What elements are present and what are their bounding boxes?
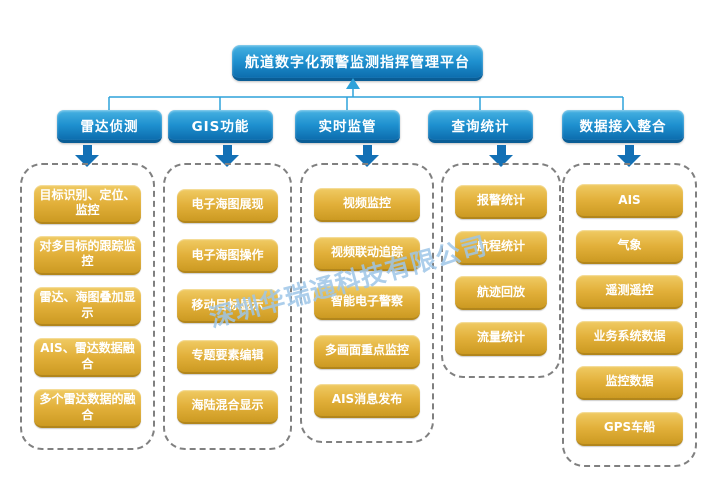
feature-item: 视频联动追踪 [314,237,420,271]
feature-item: 目标识别、定位、监控 [34,184,141,225]
feature-item: 雷达、海图叠加显示 [34,286,141,327]
feature-item: AIS消息发布 [314,384,420,418]
platform-title: 航道数字化预警监测指挥管理平台 [232,45,483,81]
feature-item: AIS [576,184,683,219]
group-realtime-supervision: 视频监控 视频联动追踪 智能电子警察 多画面重点监控 AIS消息发布 [300,163,434,443]
feature-item: AIS、雷达数据融合 [34,337,141,378]
category-header-gis-functions: GIS功能 [168,110,273,143]
feature-item: 专题要素编辑 [177,339,278,374]
feature-item: 智能电子警察 [314,286,420,320]
feature-item: 电子海图展现 [177,189,278,224]
feature-item: GPS车船 [576,411,683,446]
feature-item: 对多目标的跟踪监控 [34,235,141,276]
feature-item: 海陆混合显示 [177,389,278,424]
feature-item: 航迹回放 [455,276,547,311]
feature-item: 报警统计 [455,184,547,219]
feature-item: 移动目标显示 [177,289,278,324]
feature-item: 遥测遥控 [576,275,683,310]
category-header-query-statistics: 查询统计 [428,110,533,143]
feature-item: 电子海图操作 [177,239,278,274]
feature-item: 业务系统数据 [576,320,683,355]
group-data-integration: AIS 气象 遥测遥控 业务系统数据 监控数据 GPS车船 [562,163,697,467]
feature-item: 多个雷达数据的融合 [34,388,141,429]
feature-item: 多画面重点监控 [314,335,420,369]
feature-item: 气象 [576,229,683,264]
feature-item: 视频监控 [314,188,420,222]
feature-item: 航程统计 [455,230,547,265]
category-header-realtime-supervision: 实时监管 [295,110,400,143]
category-header-radar-detection: 雷达侦测 [57,110,162,143]
group-radar-detection: 目标识别、定位、监控 对多目标的跟踪监控 雷达、海图叠加显示 AIS、雷达数据融… [20,163,155,450]
group-query-statistics: 报警统计 航程统计 航迹回放 流量统计 [441,163,561,378]
feature-item: 监控数据 [576,366,683,401]
category-header-data-integration: 数据接入整合 [562,110,684,143]
feature-item: 流量统计 [455,322,547,357]
group-gis-functions: 电子海图展现 电子海图操作 移动目标显示 专题要素编辑 海陆混合显示 [163,163,292,450]
